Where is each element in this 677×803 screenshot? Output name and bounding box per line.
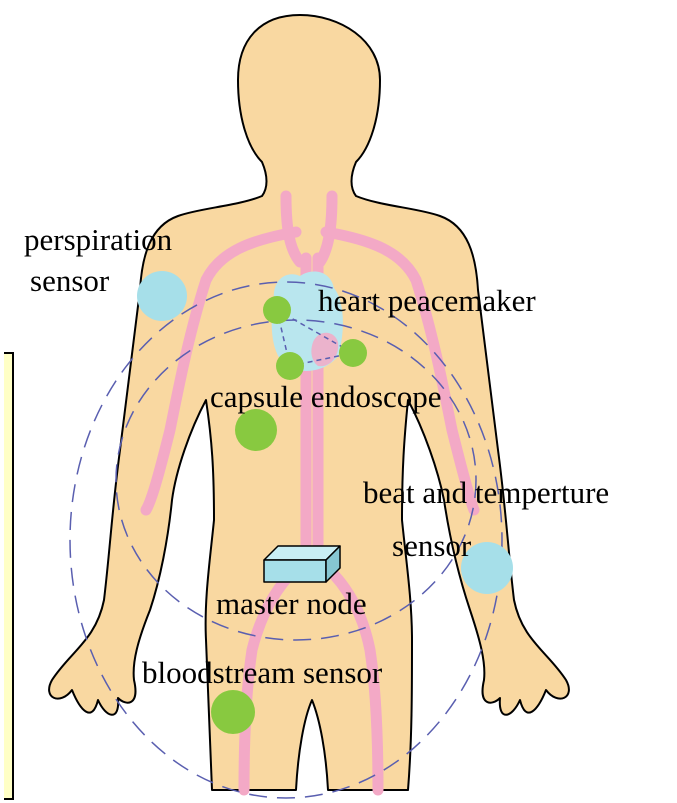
master-node-box [264, 546, 340, 582]
perspiration-label: perspiration [24, 224, 172, 255]
heart-peacemaker-sensor [263, 296, 291, 324]
master-node-label: master node [216, 588, 367, 619]
bloodstream-sensor-label: bloodstream sensor [142, 657, 382, 688]
beat-temperature-label-line2: sensor [392, 530, 471, 561]
heart-peacemaker-sensor [339, 339, 367, 367]
perspiration-label-line2: sensor [30, 265, 109, 296]
capsule-endoscope-sensor [235, 409, 277, 451]
beat-temperature-label: beat and temperture [363, 477, 609, 508]
bloodstream-sensor [211, 690, 255, 734]
master-node-front [264, 560, 326, 582]
heart-peacemaker-label: heart peacemaker [318, 285, 536, 316]
perspiration-sensor [137, 271, 187, 321]
note-box [4, 352, 14, 800]
heart-peacemaker-sensor [276, 352, 304, 380]
capsule-endoscope-label: capsule endoscope [210, 381, 442, 412]
